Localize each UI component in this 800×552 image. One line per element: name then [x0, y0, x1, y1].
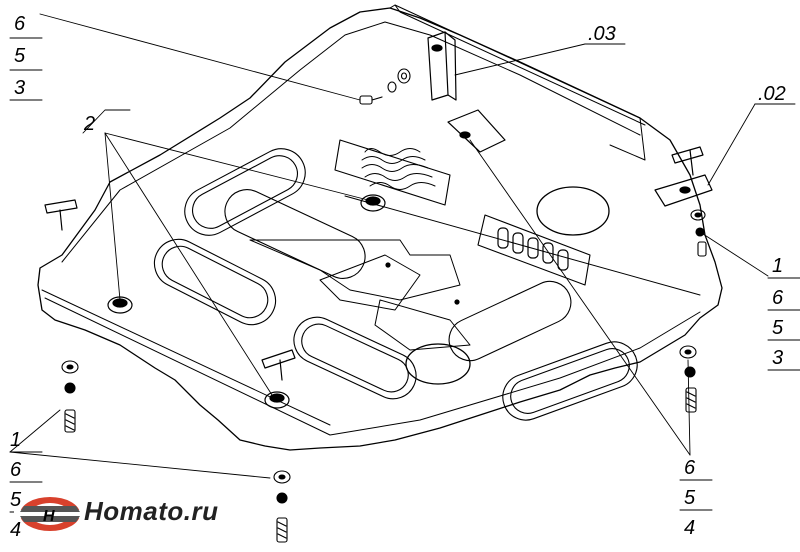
- plate-outline: [37, 7, 723, 451]
- callout-bottom-left-2: 6: [10, 459, 22, 481]
- callout-bottom-right-2: 5: [684, 487, 696, 509]
- callout-frames: [9, 37, 800, 513]
- fastener-stack-front-right: [690, 209, 707, 257]
- fastener-stack-bottom: [273, 470, 291, 543]
- brand-name: Homato.ru: [84, 496, 219, 526]
- callout-top-left-2: 5: [14, 45, 26, 67]
- callout-bottom-right-3: 4: [684, 517, 695, 539]
- callout-bottom-left-1: 1: [10, 429, 21, 451]
- vent-slots-upper: [361, 148, 436, 190]
- fastener-stack-right: [679, 345, 697, 413]
- stiffening-ribs: [153, 139, 638, 421]
- logo-icon: H: [14, 497, 86, 531]
- bracket-icon: [44, 31, 713, 381]
- callout-right-1: 1: [772, 255, 783, 277]
- callout-bottom-left-3: 5: [10, 489, 22, 511]
- fastener-stack-top: [359, 68, 411, 105]
- leader-lines: [9, 13, 796, 479]
- callout-part-02: .02: [758, 83, 786, 105]
- vent-slots-lower: [497, 227, 569, 271]
- callout-top-left-3: 3: [14, 77, 25, 99]
- callout-top-left-1: 6: [14, 13, 26, 35]
- callout-part-03: .03: [588, 23, 616, 45]
- oil-drain-opening: [536, 186, 610, 236]
- callout-part-2: 2: [83, 113, 95, 135]
- callout-right-4: 3: [772, 347, 783, 369]
- callout-right-2: 6: [772, 287, 784, 309]
- callout-bottom-right-1: 6: [684, 457, 696, 479]
- svg-text:H: H: [43, 508, 55, 525]
- fastener-stack-left: [61, 360, 79, 433]
- callout-bottom-left-4: 4: [10, 519, 21, 541]
- callout-right-3: 5: [772, 317, 784, 339]
- mount-points: [107, 194, 460, 409]
- service-opening: [405, 343, 471, 385]
